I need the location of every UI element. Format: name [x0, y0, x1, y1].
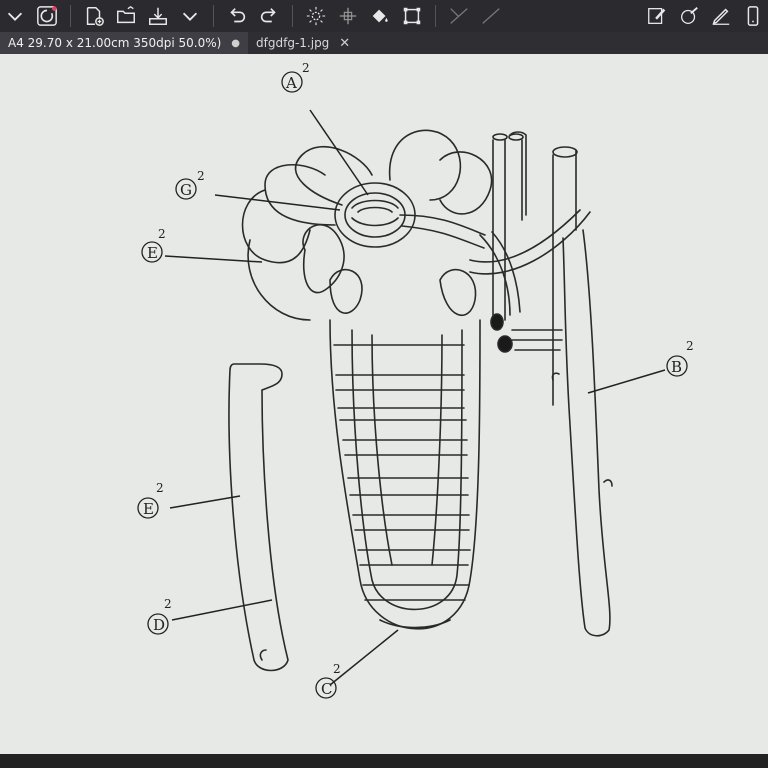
- eraser-icon[interactable]: [674, 1, 704, 31]
- label-pointer-lines: [165, 110, 665, 685]
- undo-icon[interactable]: [222, 1, 252, 31]
- phone-icon[interactable]: [738, 1, 768, 31]
- label-d-text: D: [153, 616, 165, 634]
- label-e-lower-text: E: [143, 500, 154, 518]
- new-document-icon[interactable]: [79, 1, 109, 31]
- label-b-text: B: [671, 358, 682, 376]
- label-e-upper: E 2: [142, 227, 166, 262]
- tab-dfgdfg[interactable]: dfgdfg-1.jpg ✕: [248, 32, 358, 54]
- label-c-text: C: [321, 680, 332, 698]
- pen-icon[interactable]: [642, 1, 672, 31]
- brush-preset-icon[interactable]: [32, 1, 62, 31]
- label-a: A 2: [282, 61, 310, 92]
- toolbar-separator: [70, 5, 71, 27]
- label-a-sup: 2: [302, 61, 310, 75]
- crop-icon[interactable]: [397, 1, 427, 31]
- label-g-text: G: [180, 181, 192, 199]
- sun-filter-icon[interactable]: [301, 1, 331, 31]
- labels-group: A 2 G 2 E 2 E 2 D 2: [138, 61, 694, 698]
- toolbar-separator: [292, 5, 293, 27]
- label-e-upper-sup: 2: [158, 227, 166, 241]
- tab-label: dfgdfg-1.jpg: [256, 36, 329, 50]
- wrap-icon[interactable]: [476, 1, 506, 31]
- label-d-sup: 2: [164, 597, 172, 611]
- drawing-canvas[interactable]: A 2 G 2 E 2 E 2 D 2: [0, 54, 768, 754]
- mirror-icon[interactable]: [444, 1, 474, 31]
- save-icon[interactable]: [143, 1, 173, 31]
- chevron-down-icon[interactable]: [0, 1, 30, 31]
- open-folder-icon[interactable]: [111, 1, 141, 31]
- toolbar-separator: [213, 5, 214, 27]
- unsaved-dot-icon: ●: [231, 38, 240, 49]
- label-a-text: A: [285, 74, 297, 92]
- nephron-drawing: A 2 G 2 E 2 E 2 D 2: [0, 54, 768, 754]
- tab-current-document[interactable]: A4 29.70 x 21.00cm 350dpi 50.0%) ●: [0, 32, 248, 54]
- pencil-icon[interactable]: [706, 1, 736, 31]
- main-toolbar: [0, 0, 768, 33]
- label-c-sup: 2: [333, 662, 341, 676]
- toolbar-separator: [435, 5, 436, 27]
- document-tabbar: A4 29.70 x 21.00cm 350dpi 50.0%) ● dfgdf…: [0, 32, 768, 54]
- label-e-lower: E 2: [138, 481, 164, 518]
- label-b: B 2: [667, 339, 694, 376]
- label-g-sup: 2: [197, 169, 205, 183]
- redo-icon[interactable]: [254, 1, 284, 31]
- label-d: D 2: [148, 597, 172, 634]
- tab-label: A4 29.70 x 21.00cm 350dpi 50.0%): [8, 36, 221, 50]
- label-g: G 2: [176, 169, 205, 199]
- fill-icon[interactable]: [365, 1, 395, 31]
- label-b-sup: 2: [686, 339, 694, 353]
- close-icon[interactable]: ✕: [339, 36, 350, 51]
- label-e-lower-sup: 2: [156, 481, 164, 495]
- label-e-upper-text: E: [147, 244, 158, 262]
- dropdown-chevron-icon[interactable]: [175, 1, 205, 31]
- transform-icon[interactable]: [333, 1, 363, 31]
- loop-of-henle: [330, 320, 480, 629]
- status-bar: [0, 754, 768, 768]
